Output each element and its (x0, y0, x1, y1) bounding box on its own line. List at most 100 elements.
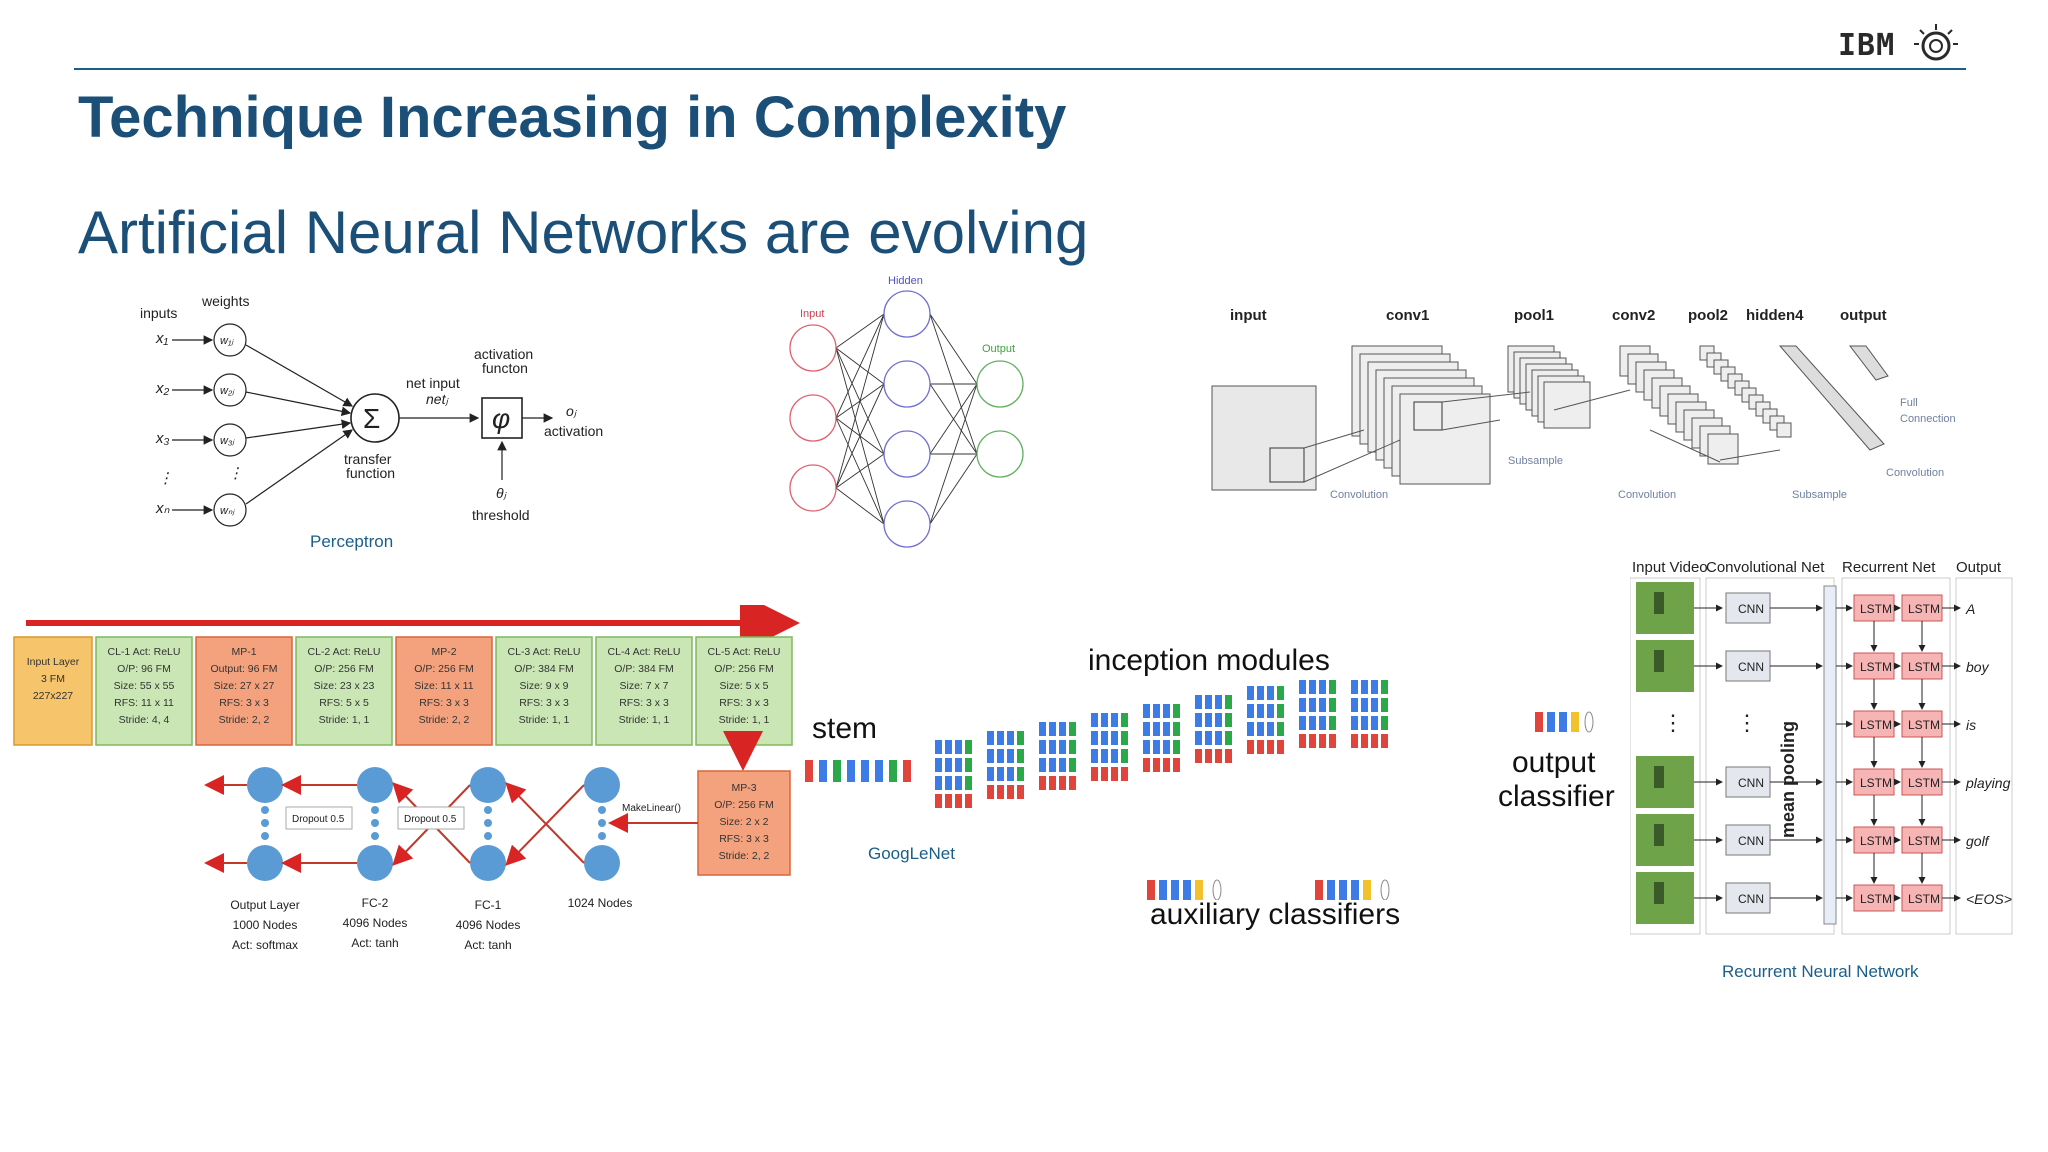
inception-layer (1309, 680, 1316, 694)
inception-layer (1267, 704, 1274, 718)
lstm-block-label: LSTM (1908, 776, 1940, 790)
inception-label: inception modules (1088, 644, 1330, 677)
perceptron-inputs-label: inputs (140, 305, 177, 321)
alexnet-layer-text: 3 FM (41, 673, 65, 685)
inception-layer (1277, 686, 1284, 700)
perceptron-diagram: inputs weights x₁ x₂ x₃ ⋮ xₙ w₁ⱼ w₂ⱼ w₃ⱼ… (140, 293, 603, 527)
mlp-hidden-node (883, 360, 931, 408)
inception-layer (1225, 695, 1232, 709)
inception-layer (1257, 740, 1264, 754)
output-softmax (1584, 711, 1594, 733)
cnn-block-label: CNN (1738, 776, 1764, 790)
fc1-act: Act: tanh (464, 938, 511, 952)
mlp-input-node (789, 324, 837, 372)
inception-layer (1111, 767, 1118, 781)
alexnet-layer-text: RFS: 3 x 3 (719, 697, 769, 709)
googlenet-layer (847, 760, 855, 782)
inception-layer (1351, 680, 1358, 694)
inception-layer (987, 749, 994, 763)
output-classifier-layer (1535, 712, 1543, 732)
cnn-sub-label: Subsample (1792, 489, 1847, 501)
video-frame (1636, 582, 1694, 634)
alexnet-layer-text: Size: 5 x 5 (719, 680, 768, 692)
alexnet-layer-text: RFS: 5 x 5 (319, 697, 369, 709)
alexnet-layer-text: Stride: 1, 1 (719, 714, 770, 726)
inception-layer (1257, 704, 1264, 718)
dropout-label: Dropout 0.5 (404, 814, 457, 825)
inception-layer (1225, 713, 1232, 727)
cnn-block (1725, 592, 1771, 624)
inception-layer (1091, 731, 1098, 745)
input-dots: ⋮ (158, 470, 173, 487)
fc1-label: FC-1 (475, 898, 502, 912)
inception-layer (955, 740, 962, 754)
make-linear-label: MakeLinear() (622, 803, 681, 814)
inception-layer (1247, 740, 1254, 754)
inception-layer (1069, 722, 1076, 736)
alexnet-layer-text: Output: 96 FM (210, 663, 277, 675)
sum-symbol: Σ (363, 403, 380, 434)
inception-layer (1361, 680, 1368, 694)
weight-node-3 (213, 423, 247, 457)
cnn-block (1725, 650, 1771, 682)
inception-layer (1257, 722, 1264, 736)
inception-layer (1309, 734, 1316, 748)
googlenet-layer (805, 760, 813, 782)
fc-dot (484, 806, 492, 814)
cnn-sub-label: Convolution (1618, 489, 1676, 501)
inception-layer (1049, 722, 1056, 736)
mp3-text: Size: 2 x 2 (719, 816, 768, 828)
mp3-box (697, 770, 791, 876)
inception-layer (945, 776, 952, 790)
mlp-input-node (789, 464, 837, 512)
inception-layer (1143, 722, 1150, 736)
inception-layer (1371, 734, 1378, 748)
inception-layer (1163, 704, 1170, 718)
mlp-hidden-node (883, 290, 931, 338)
inception-layer (1351, 698, 1358, 712)
inception-layer (1049, 776, 1056, 790)
perceptron-weights-label: weights (201, 293, 249, 309)
output-classifier-layer (1547, 712, 1555, 732)
inception-layer (1351, 716, 1358, 730)
inception-layer (1371, 680, 1378, 694)
lstm-block-label: LSTM (1860, 660, 1892, 674)
rnn-output-word: golf (1966, 833, 1991, 849)
mlp-hidden-node (883, 430, 931, 478)
inception-layer (1381, 680, 1388, 694)
auxiliary-layer (1351, 880, 1359, 900)
inception-layer (945, 794, 952, 808)
mlp-hidden-label: Hidden (888, 275, 923, 287)
inception-layer (1153, 758, 1160, 772)
inception-layer (1091, 713, 1098, 727)
lstm-block (1901, 652, 1943, 680)
video-frame-figure (1654, 766, 1664, 788)
fc-dot (261, 832, 269, 840)
alexnet-layer-text: RFS: 3 x 3 (219, 697, 269, 709)
inception-layer (1309, 698, 1316, 712)
rnn-col-out: Output (1956, 559, 2002, 576)
cnn-sub-label: Full (1900, 397, 1918, 409)
function-label: function (346, 465, 395, 481)
inception-layer (1101, 767, 1108, 781)
inception-layer (1173, 704, 1180, 718)
alexnet-layer-text: Size: 23 x 23 (314, 680, 375, 692)
activation-title-1: activation (474, 346, 533, 362)
oj-label: oⱼ (566, 403, 578, 419)
alexnet-layer-text: Stride: 2, 2 (419, 714, 470, 726)
fc-dot (598, 832, 606, 840)
output-layer-nodes: 1000 Nodes (233, 918, 298, 932)
fc-dot (598, 806, 606, 814)
alexnet-layer-text: RFS: 3 x 3 (619, 697, 669, 709)
inception-layer (1017, 749, 1024, 763)
auxiliary-layer (1159, 880, 1167, 900)
inception-layer (1299, 680, 1306, 694)
inception-layer (1017, 785, 1024, 799)
inception-layer (1039, 722, 1046, 736)
rnn-caption: Recurrent Neural Network (1722, 962, 1919, 981)
cnn-ellipsis: ⋮ (1736, 710, 1758, 735)
mlp-hidden-node (883, 500, 931, 548)
cnn-pool1-map (1543, 381, 1591, 429)
